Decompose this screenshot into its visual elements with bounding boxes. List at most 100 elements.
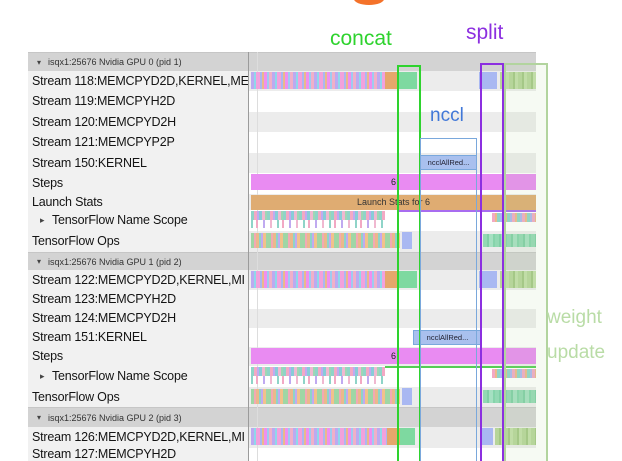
row-label: Stream 126:MEMCPYD2D,KERNEL,MI [32,430,245,444]
row-label: Stream 119:MEMCPYH2D [32,94,176,108]
trace-event-lgreen[interactable] [500,72,536,89]
trace-event-teal[interactable] [399,271,417,288]
row-gpu1-header: ▾ isqx1:25676 Nvidia GPU 1 (pid 2) [0,252,622,271]
row-label-cell[interactable]: Stream 150:KERNEL [28,153,248,173]
trace-event-blue[interactable] [479,72,497,89]
row-stream-124: Stream 124:MEMCPYD2H [0,309,622,328]
nccl-region-box [420,138,477,461]
row-label: Stream 121:MEMCPYP2P [32,135,175,149]
row-label-cell[interactable]: Stream 121:MEMCPYP2P [28,132,248,153]
chevron-right-icon[interactable]: ▸ [40,371,45,381]
row-label-cell[interactable]: Stream 122:MEMCPYD2D,KERNEL,MI [28,270,248,290]
row-label: Steps [32,349,63,363]
timeline-lane [248,91,536,112]
row-stream-151: Stream 151:KERNEL ncclAllRed... [0,328,622,347]
trace-event-nsline-p[interactable] [398,210,536,212]
trace-event-lgreen[interactable] [500,271,536,288]
row-label-cell[interactable]: ▸TensorFlow Name Scope [28,210,248,231]
timeline-lane [248,112,536,132]
gpu-header-band[interactable]: ▾isqx1:25676 Nvidia GPU 0 (pid 1) [28,52,536,72]
row-label-cell[interactable]: TensorFlow Ops [28,231,248,252]
row-label-cell[interactable]: Stream 118:MEMCPYD2D,KERNEL,ME [28,71,248,91]
trace-event-orange[interactable] [385,271,399,288]
row-label: Stream 120:MEMCPYD2H [32,115,176,129]
row-label-cell[interactable]: Stream 127:MEMCPYH2D [28,448,248,461]
row-tf-ops-gpu1: TensorFlow Ops [0,387,622,407]
trace-event-nccl[interactable]: ncclAllRed... [413,330,482,345]
row-stream-118: Stream 118:MEMCPYD2D,KERNEL,ME [0,71,622,91]
row-label: Stream 151:KERNEL [32,330,147,344]
trace-event-mix[interactable] [251,271,385,288]
row-label: Stream 127:MEMCPYH2D [32,448,176,461]
trace-event-teal[interactable] [400,428,415,445]
row-label-cell[interactable]: ▸ TensorFlow Name Scope [28,366,248,387]
trace-event-nsline-g[interactable] [385,366,536,368]
row-label-cell[interactable]: TensorFlow Ops [28,387,248,407]
gpu-header-label: isqx1:25676 Nvidia GPU 1 (pid 2) [48,257,182,267]
row-label: TensorFlow Name Scope [52,369,188,383]
trace-event-ops[interactable] [251,233,400,248]
trace-event-blue[interactable] [479,271,497,288]
gpu-header-band[interactable]: ▾ isqx1:25676 Nvidia GPU 2 (pid 3) [28,407,536,428]
row-gpu2-header: ▾ isqx1:25676 Nvidia GPU 2 (pid 3) [0,407,622,428]
trace-event-ns[interactable] [251,211,385,228]
trace-event-ns2[interactable] [492,213,536,222]
trace-event-blue[interactable] [402,388,412,405]
gpu-header-band[interactable]: ▾ isqx1:25676 Nvidia GPU 1 (pid 2) [28,252,536,271]
trace-event-opsteal[interactable] [483,390,536,403]
trace-event-ns[interactable] [251,367,385,384]
row-stream-120: Stream 120:MEMCPYD2H [0,112,622,132]
trace-event-blue[interactable] [402,232,412,249]
row-stream-123: Stream 123:MEMCPYH2D [0,290,622,309]
trace-event-orange[interactable] [385,72,399,89]
row-label-cell[interactable]: Stream 126:MEMCPYD2D,KERNEL,MI [28,427,248,448]
row-stream-119: Stream 119:MEMCPYH2D [0,91,622,112]
trace-event-ops[interactable] [251,389,400,404]
time-gridline [257,52,258,461]
trace-event-ns2[interactable] [492,369,536,378]
row-stream-121: Stream 121:MEMCPYP2P [0,132,622,153]
row-label-cell[interactable]: Stream 120:MEMCPYD2H [28,112,248,132]
trace-event-mix[interactable] [251,72,385,89]
chevron-down-icon[interactable]: ▾ [37,58,42,67]
weight-update-region-box [504,63,548,461]
concat-region-box [397,65,421,461]
row-label: Stream 123:MEMCPYH2D [32,292,176,306]
row-label-cell[interactable]: Stream 151:KERNEL [28,328,248,347]
row-label-cell[interactable]: Stream 119:MEMCPYH2D [28,91,248,112]
row-label-cell[interactable]: Stream 123:MEMCPYH2D [28,290,248,309]
trace-event-mix[interactable] [251,428,387,445]
nccl-annotation-label: nccl [430,105,464,126]
split-annotation-label: split [466,21,504,44]
timeline-lane [248,290,536,309]
trace-event-opsteal[interactable] [483,234,536,247]
trace-event-teal[interactable] [399,72,417,89]
row-label: TensorFlow Ops [32,390,120,404]
orange-partial-glyph-icon [354,0,384,5]
chevron-down-icon[interactable]: ▾ [37,413,42,422]
timeline-lane [248,309,536,328]
gpu-header-label: isqx1:25676 Nvidia GPU 2 (pid 3) [48,413,182,423]
row-stream-127: Stream 127:MEMCPYH2D [0,448,622,461]
trace-event-blue[interactable] [481,428,493,445]
trace-event-steps[interactable]: 6 [251,174,536,190]
row-label: Stream 124:MEMCPYD2H [32,311,176,325]
trace-event-steps[interactable]: 6 [251,348,536,364]
row-label-cell[interactable]: Steps [28,347,248,366]
row-label: Stream 118:MEMCPYD2D,KERNEL,ME [32,74,248,88]
timeline-lane [248,448,536,461]
weight-update-annotation-line2: update [547,342,606,363]
trace-event-launch[interactable]: Launch Stats for 6 [251,195,536,210]
chevron-right-icon[interactable]: ▸ [40,215,45,225]
trace-event-orange[interactable] [387,428,400,445]
chevron-down-icon[interactable]: ▾ [37,257,42,266]
row-label: Stream 150:KERNEL [32,156,147,170]
row-tf-name-scope-gpu0: ▸TensorFlow Name Scope [0,210,622,231]
row-label-cell[interactable]: Steps [28,173,248,194]
row-tf-ops-gpu0: TensorFlow Ops [0,231,622,252]
row-label-cell[interactable]: Stream 124:MEMCPYD2H [28,309,248,328]
timeline-lane [248,132,536,153]
row-label: Steps [32,176,63,190]
row-label-cell[interactable]: Launch Stats [28,194,248,210]
